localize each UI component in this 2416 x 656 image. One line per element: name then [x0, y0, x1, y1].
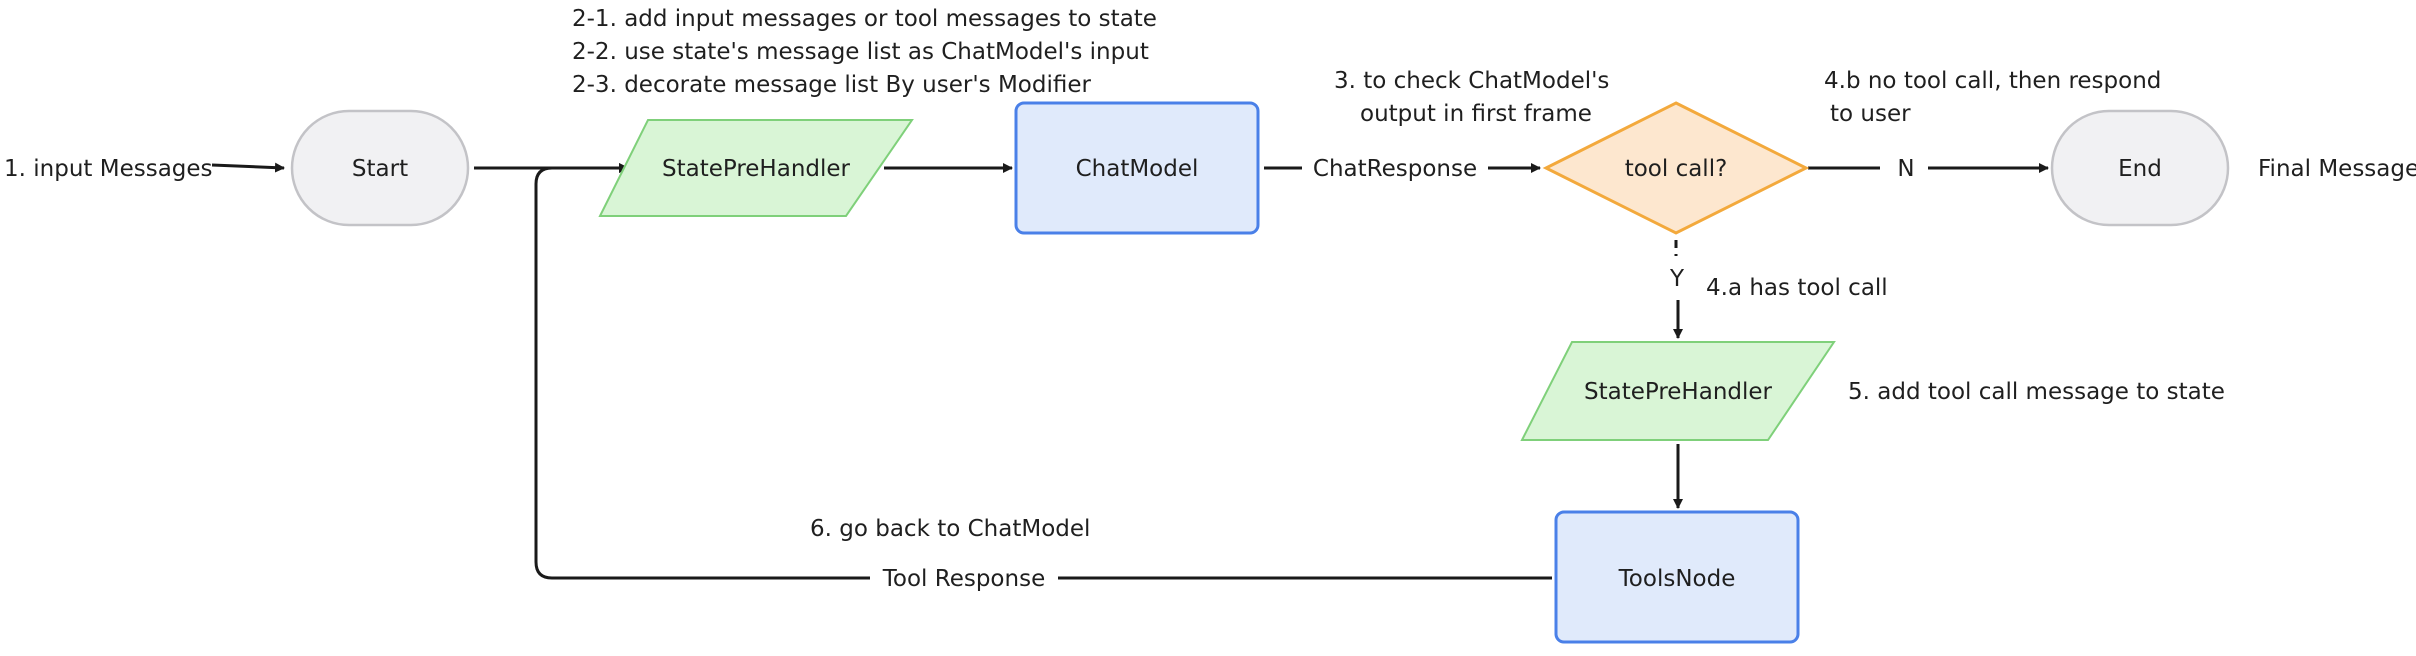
annotations: 1. input Messages 2-1. add input message…	[4, 6, 2416, 542]
annotation-final-message: Final Message	[2258, 156, 2416, 182]
annotation-step-4a: 4.a has tool call	[1706, 275, 1888, 301]
annotation-step-2-2: 2-2. use state's message list as ChatMod…	[572, 39, 1149, 65]
start-terminal-shape	[290, 109, 470, 227]
node-tools-node: ToolsNode	[1554, 510, 1800, 644]
node-chat-model: ChatModel	[1014, 101, 1260, 235]
state-pre-handler-2-shape	[1520, 341, 1836, 441]
node-state-pre-handler-2: StatePreHandler	[1520, 341, 1836, 441]
end-label: End	[2118, 156, 2162, 182]
edges	[211, 162, 2049, 580]
node-tool-call-decision: tool call?	[1542, 101, 1810, 235]
start-label: Start	[352, 156, 408, 182]
annotation-step-3-line2: output in first frame	[1360, 101, 1592, 127]
annotation-input-messages: 1. input Messages	[4, 156, 213, 182]
tools-node-shape	[1554, 510, 1800, 644]
edge-label-no: N	[1897, 156, 1914, 182]
edge-label-tool-response: Tool Response	[882, 566, 1045, 592]
annotation-step-4b-line1: 4.b no tool call, then respond	[1824, 68, 2161, 94]
tool-call-decision-shape	[1542, 101, 1810, 235]
end-terminal-shape	[2050, 109, 2230, 227]
annotation-step-3-line1: 3. to check ChatModel's	[1334, 68, 1609, 94]
node-start: Start	[290, 109, 470, 227]
annotation-step-6: 6. go back to ChatModel	[810, 516, 1090, 542]
state-pre-handler-2-label: StatePreHandler	[1584, 379, 1773, 405]
node-state-pre-handler-1: StatePreHandler	[598, 119, 914, 217]
edge-labels: ChatResponse N Y Tool Response	[882, 156, 1915, 592]
annotation-step-4b-line2: to user	[1830, 101, 1911, 127]
state-pre-handler-1-shape	[598, 119, 914, 217]
chat-model-label: ChatModel	[1076, 156, 1199, 182]
edge-label-yes: Y	[1669, 266, 1685, 292]
annotation-step-5: 5. add tool call message to state	[1848, 379, 2225, 405]
state-pre-handler-1-label: StatePreHandler	[662, 156, 851, 182]
node-end: End	[2050, 109, 2230, 227]
tools-node-label: ToolsNode	[1618, 566, 1736, 592]
annotation-step-2-3: 2-3. decorate message list By user's Mod…	[572, 72, 1091, 98]
chat-model-shape	[1014, 101, 1260, 235]
edge-label-chat-response: ChatResponse	[1313, 156, 1477, 182]
tool-call-decision-label: tool call?	[1625, 156, 1728, 182]
edge-input-to-start	[211, 162, 285, 173]
annotation-step-2-1: 2-1. add input messages or tool messages…	[572, 6, 1157, 32]
edge-loop-back-to-handler	[534, 163, 870, 580]
